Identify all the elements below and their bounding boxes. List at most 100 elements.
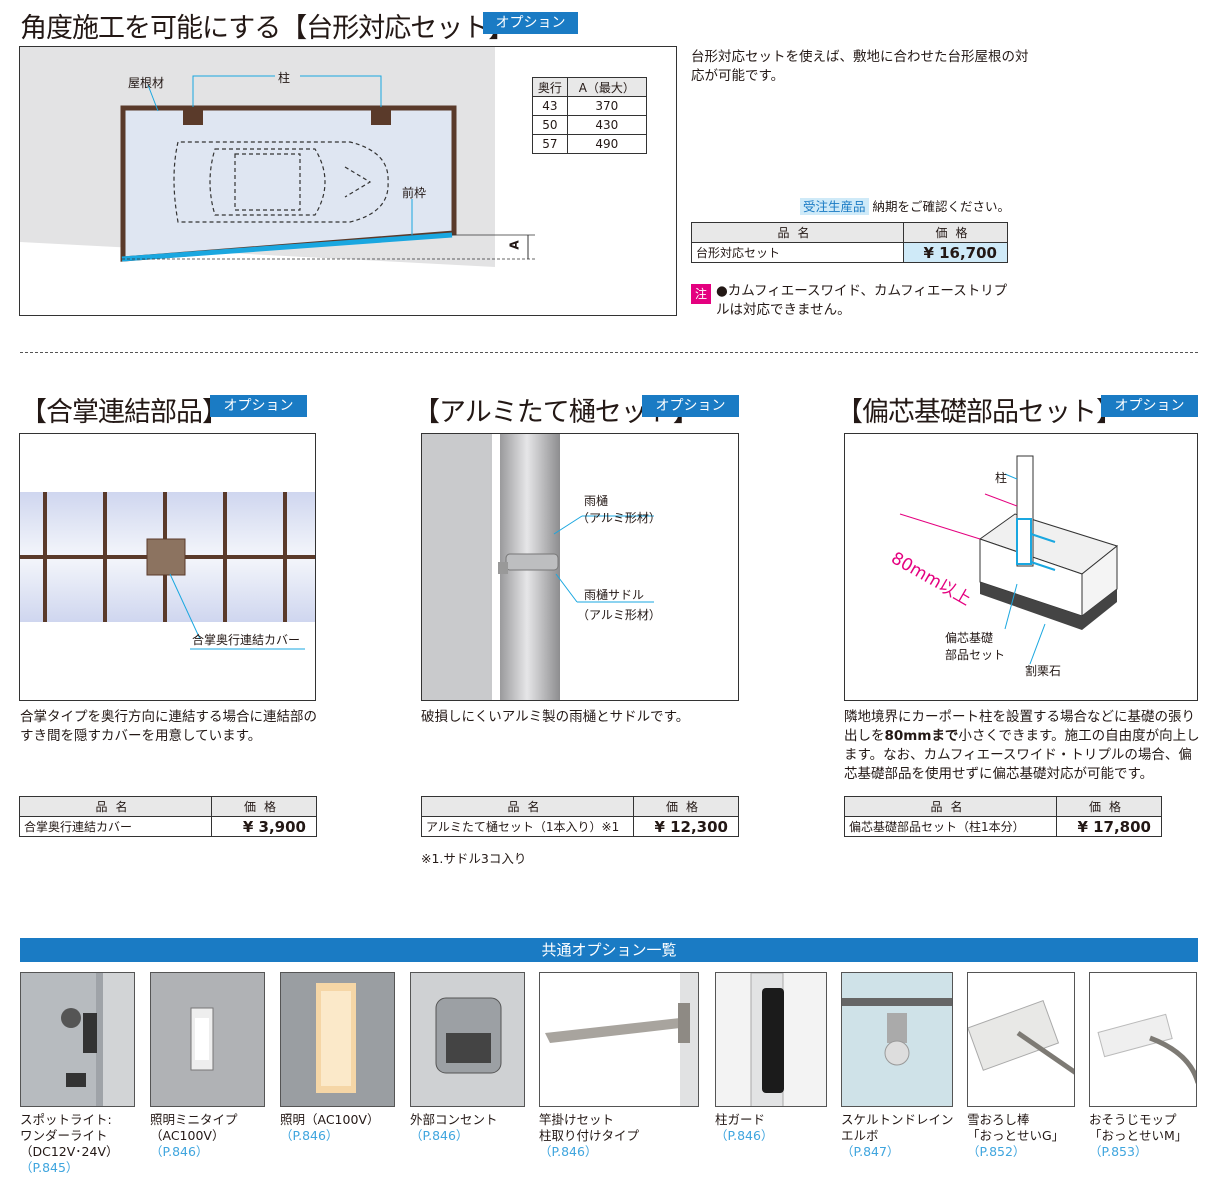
- delivery-note: 納期をご確認ください。: [872, 199, 1011, 214]
- caption-spotlight: スポットライト: ワンダーライト （DC12V･24V） （P.845）: [20, 1112, 145, 1176]
- pillar-label: 柱: [278, 71, 291, 85]
- caption-pillar-guard: 柱ガード （P.846）: [715, 1112, 835, 1144]
- ac-light-thumb: [280, 972, 395, 1107]
- description-part: 小さくできます。施工の自由度が向上します。なお、カムフィエースワイド・トリプルの…: [844, 728, 1200, 782]
- gassho-diagram: 合掌奥行連結カバー: [19, 433, 316, 701]
- caption-mini-light: 照明ミニタイプ （AC100V） （P.846）: [150, 1112, 275, 1160]
- pillar-guard-thumb: [715, 972, 827, 1107]
- mini-light-thumb: [150, 972, 265, 1107]
- dim-cell: 430: [566, 115, 648, 135]
- dim-cell: 490: [566, 134, 648, 154]
- option-tag: オプション: [483, 12, 578, 34]
- caption-line: 「おっとせいM」: [1089, 1128, 1188, 1143]
- section3-price-table: 品名価格 アルミたて樋セット（1本入り）※1¥ 12,300: [421, 796, 739, 837]
- section4-price-table: 品名価格 偏芯基礎部品セット（柱1本分）¥ 17,800: [844, 796, 1162, 837]
- section1-price-table: 品名価格 台形対応セット¥ 16,700: [691, 222, 1008, 263]
- col-name-header: 品名: [421, 796, 634, 817]
- section4-description: 隣地境界にカーポート柱を設置する場合などに基礎の張り出しを80mmまで小さくでき…: [844, 708, 1200, 784]
- caption-line: ワンダーライト: [20, 1128, 108, 1143]
- col-price-header: 価格: [633, 796, 739, 817]
- page-ref-link[interactable]: （P.845）: [20, 1160, 79, 1175]
- gassho-cover-label: 合掌奥行連結カバー: [192, 633, 301, 647]
- caption-ac-light: 照明（AC100V） （P.846）: [280, 1112, 405, 1144]
- order-note: 受注生産品 納期をご確認ください。: [800, 196, 1010, 215]
- section2-price-table: 品名価格 合掌奥行連結カバー¥ 3,900: [19, 796, 317, 837]
- col-name-header: 品名: [691, 222, 904, 243]
- caption-outlet: 外部コンセント （P.846）: [410, 1112, 535, 1144]
- front-frame-label: 前枠: [402, 186, 427, 200]
- caption-line: スポットライト:: [20, 1112, 112, 1127]
- option-tag: オプション: [642, 395, 739, 417]
- made-to-order-badge: 受注生産品: [800, 198, 869, 215]
- section2-title: 【合掌連結部品】: [20, 397, 229, 428]
- page-ref-link[interactable]: （P.847）: [841, 1144, 900, 1159]
- caption-line: 照明（AC100V）: [280, 1112, 380, 1127]
- dashed-divider: [20, 352, 1198, 353]
- page-ref-link[interactable]: （P.846）: [410, 1128, 469, 1143]
- item-name: アルミたて樋セット（1本入り）※1: [421, 816, 634, 837]
- roof-label: 屋根材: [128, 76, 165, 90]
- caption-cleaning-mop: おそうじモップ 「おっとせいM」 （P.853）: [1089, 1112, 1207, 1160]
- gutter-sub-label: （アルミ形材）: [577, 511, 661, 525]
- gutter-diagram: 雨樋 （アルミ形材） 雨樋サドル （アルミ形材）: [421, 433, 739, 701]
- col-name-header: 品名: [19, 796, 212, 817]
- gutter-diagram-svg: [422, 434, 654, 700]
- caption-line: 外部コンセント: [410, 1112, 498, 1127]
- stone-label: 割栗石: [1025, 664, 1062, 678]
- section1-description: 台形対応セットを使えば、敷地に合わせた台形屋根の対応が可能です。: [691, 49, 1029, 84]
- section1-title: 角度施工を可能にする【台形対応セット】: [20, 13, 515, 44]
- dim-header: 奥行: [532, 77, 568, 97]
- item-price: ¥ 12,300: [633, 816, 739, 837]
- parts-set-label-2: 部品セット: [945, 648, 1006, 662]
- caption-line: 竿掛けセット: [539, 1112, 615, 1127]
- caption-pole-hanger: 竿掛けセット 柱取り付けタイプ （P.846）: [539, 1112, 704, 1160]
- snow-rake-thumb: [967, 972, 1075, 1107]
- section4-title: 【偏芯基礎部品セット】: [836, 397, 1123, 428]
- trapezoid-diagram-svg: [20, 47, 535, 267]
- section3-description: 破損しにくいアルミ製の雨樋とサドルです。: [421, 709, 690, 725]
- caption-line: 照明ミニタイプ: [150, 1112, 238, 1127]
- page-ref-link[interactable]: （P.846）: [150, 1144, 209, 1159]
- caption-line: おそうじモップ: [1089, 1112, 1177, 1127]
- page-ref-link[interactable]: （P.846）: [715, 1128, 774, 1143]
- spotlight-thumb: [20, 972, 135, 1107]
- outlet-thumb: [410, 972, 525, 1107]
- caption-line: （DC12V･24V）: [20, 1144, 119, 1159]
- page-ref-link[interactable]: （P.853）: [1089, 1144, 1148, 1159]
- option-tag: オプション: [1101, 395, 1198, 417]
- description-part: 隣地境界にカーポート柱を設置する場合などに基礎の張り出しを: [844, 709, 1195, 744]
- col-price-header: 価格: [1056, 796, 1162, 817]
- page-ref-link[interactable]: （P.846）: [539, 1144, 598, 1159]
- caption-line: エルボ: [841, 1128, 879, 1143]
- section1-note: ●カムフィエースワイド、カムフィエーストリプルは対応できません。: [716, 283, 1008, 318]
- caption-line: 雪おろし棒: [967, 1112, 1030, 1127]
- section3-footnote: ※1.サドル3コ入り: [421, 851, 527, 866]
- item-name: 台形対応セット: [691, 242, 904, 263]
- item-price: ¥ 16,700: [903, 242, 1008, 263]
- item-name: 偏芯基礎部品セット（柱1本分）: [844, 816, 1057, 837]
- caption-line: 柱取り付けタイプ: [539, 1128, 640, 1143]
- item-price: ¥ 17,800: [1056, 816, 1162, 837]
- offset-foundation-svg: [899, 455, 1119, 665]
- dim-cell: 43: [532, 96, 568, 116]
- saddle-label: 雨樋サドル: [584, 588, 645, 602]
- item-name: 合掌奥行連結カバー: [19, 816, 212, 837]
- dim-cell: 370: [566, 96, 648, 116]
- caption-line: スケルトンドレイン: [841, 1112, 954, 1127]
- section2-description: 合掌タイプを奥行方向に連結する場合に連結部のすき間を隠すカバーを用意しています。: [20, 709, 317, 744]
- dim-header: A（最大）: [566, 77, 648, 97]
- cleaning-mop-thumb: [1089, 972, 1197, 1107]
- drain-elbow-thumb: [841, 972, 953, 1107]
- caption-drain-elbow: スケルトンドレイン エルボ （P.847）: [841, 1112, 963, 1160]
- page-ref-link[interactable]: （P.846）: [280, 1128, 339, 1143]
- page-ref-link[interactable]: （P.852）: [967, 1144, 1026, 1159]
- offset-foundation-diagram: 柱 80mm以上 偏芯基礎 部品セット 割栗石: [844, 433, 1198, 701]
- gutter-label: 雨樋: [584, 494, 609, 508]
- common-options-banner: 共通オプション一覧: [20, 938, 1198, 962]
- col-price-header: 価格: [211, 796, 317, 817]
- pillar-label: 柱: [995, 471, 1008, 485]
- dim-cell: 50: [532, 115, 568, 135]
- caption-line: （AC100V）: [150, 1128, 225, 1143]
